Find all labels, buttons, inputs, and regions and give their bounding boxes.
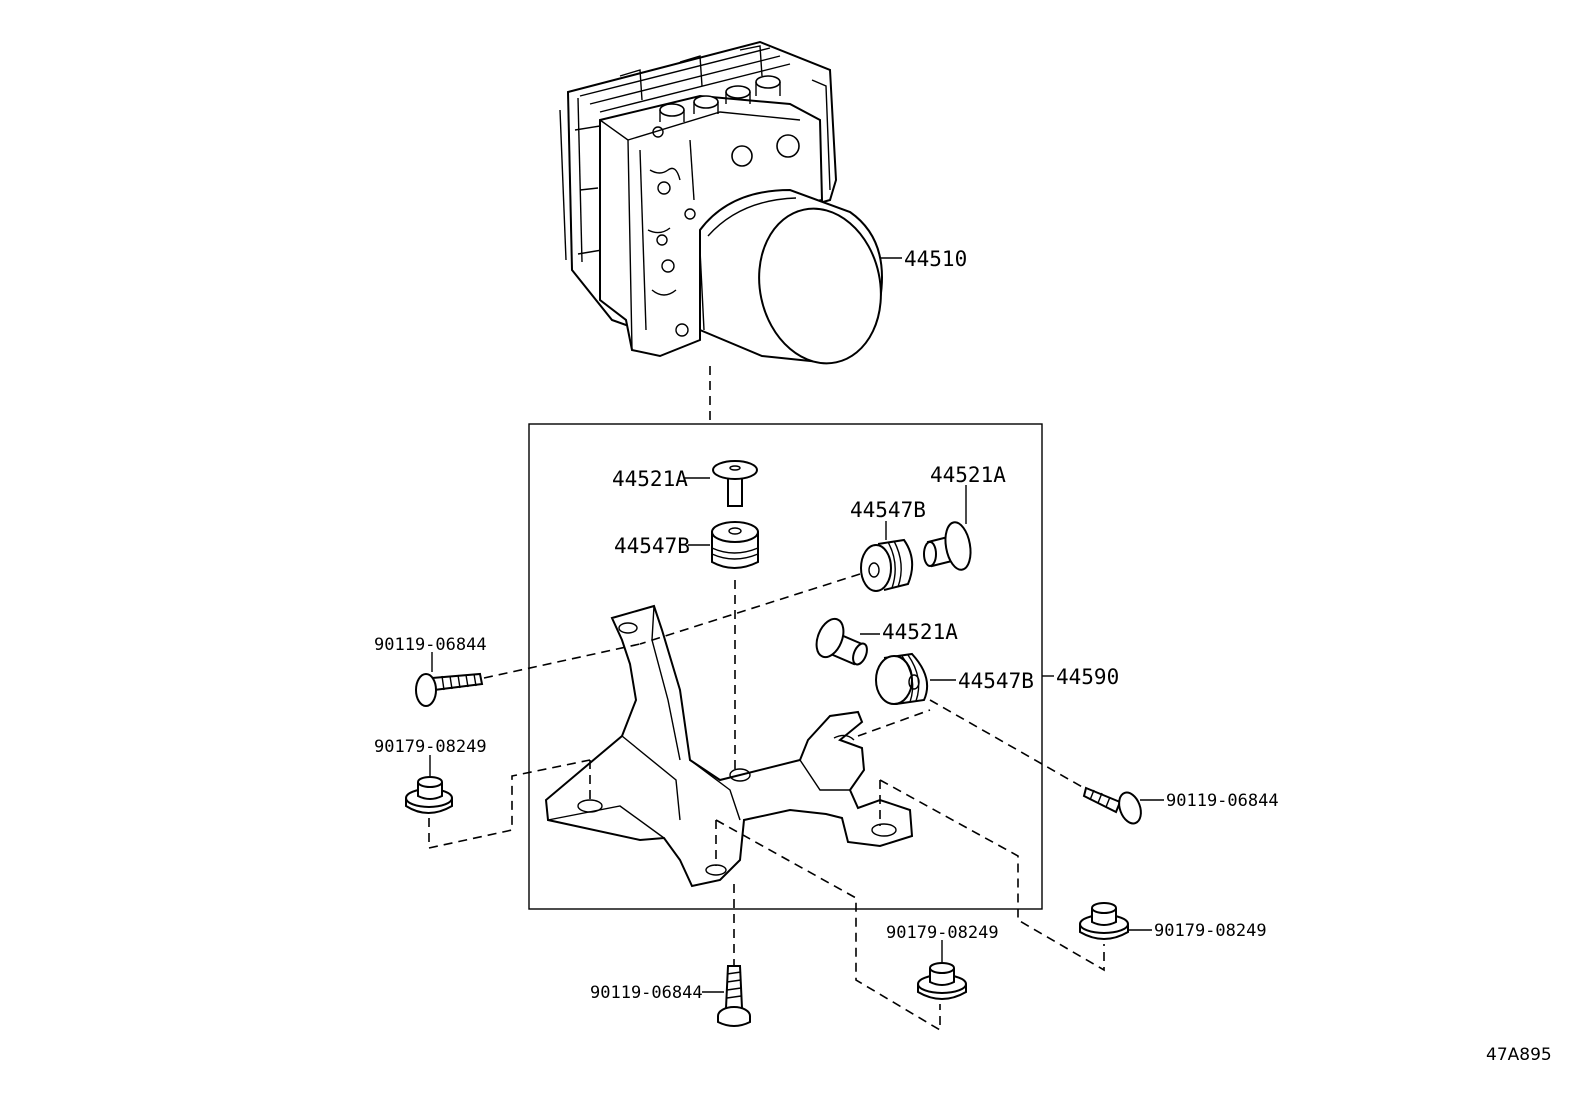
collar-lower-illustration [815,617,868,666]
label-collar-right: 44521A [930,463,1006,487]
bracket-illustration [544,604,914,888]
collar-right-illustration [923,521,972,571]
dashed-line-nut-left [428,759,591,849]
label-nut-left: 90179-08249 [374,737,487,757]
label-bolt-right: 90119-06844 [1166,791,1279,811]
bolt-right-illustration [1082,786,1142,825]
label-nut-right: 90179-08249 [1154,921,1267,941]
nut-right-illustration [1079,902,1129,940]
label-collar-top: 44521A [612,467,688,491]
label-bolt-bottom: 90119-06844 [590,983,703,1003]
dashed-line-nut-right [879,779,1105,972]
bolt-left-illustration [415,672,484,707]
abs-actuator-illustration [559,40,883,365]
cushion-top-illustration [711,521,759,569]
label-cushion-top: 44547B [614,534,690,558]
nut-bottom-illustration [917,962,967,1000]
dashed-line-nut-bottom [715,819,941,1032]
cushion-right-illustration [860,538,914,592]
label-actuator: 44510 [904,247,967,271]
label-bracket-assembly: 44590 [1056,665,1119,689]
label-collar-lower: 44521A [882,620,958,644]
bracket-assembly-box [528,423,1043,910]
bolt-bottom-illustration [717,965,751,1027]
cushion-lower-illustration [875,652,928,705]
label-cushion-right: 44547B [850,498,926,522]
label-cushion-lower: 44547B [958,669,1034,693]
dashed-assembly-lines [589,573,931,866]
collar-top-illustration [712,460,758,507]
drawing-reference: 47A895 [1486,1045,1552,1065]
nut-left-illustration [405,776,453,814]
label-nut-bottom: 90179-08249 [886,923,999,943]
label-bolt-left: 90119-06844 [374,635,487,655]
